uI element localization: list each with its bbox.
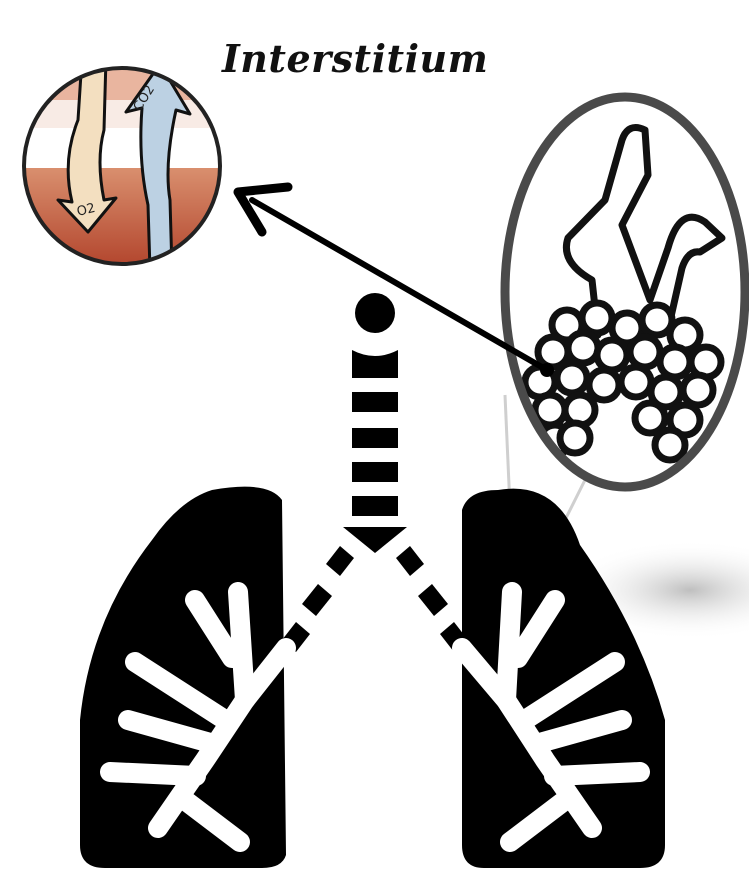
trachea <box>343 293 407 553</box>
bronchi <box>282 546 468 652</box>
gas-exchange-inset: O2 CO2 <box>20 58 230 270</box>
left-lung <box>80 487 286 868</box>
alveoli-callout <box>505 97 745 487</box>
